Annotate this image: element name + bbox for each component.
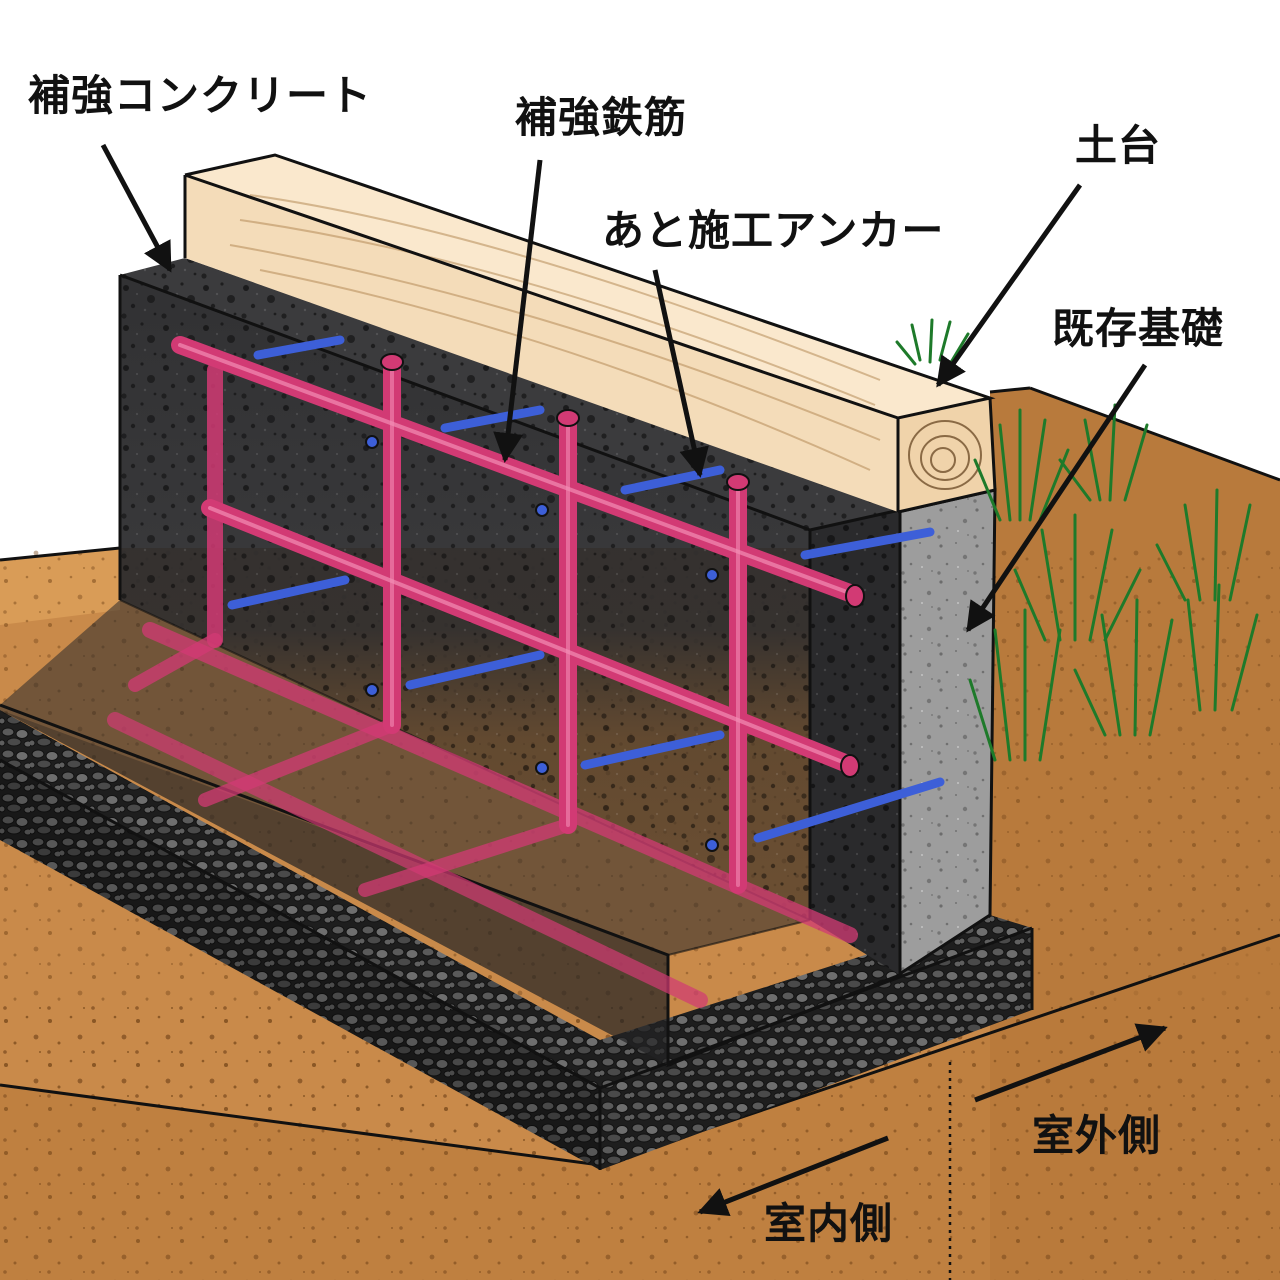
- label-reinforcing-concrete: 補強コンクリート: [28, 75, 372, 117]
- label-indoor-side: 室内側: [764, 1203, 893, 1245]
- label-outdoor-side: 室外側: [1032, 1115, 1161, 1157]
- label-existing-foundation: 既存基礎: [1052, 308, 1224, 350]
- leader-sill: [938, 185, 1080, 385]
- leader-reinforcing-concrete: [103, 145, 170, 270]
- label-reinforcing-rebar: 補強鉄筋: [515, 97, 687, 139]
- label-sill: 土台: [1075, 125, 1161, 167]
- label-post-installed-anchor: あと施工アンカー: [602, 210, 944, 252]
